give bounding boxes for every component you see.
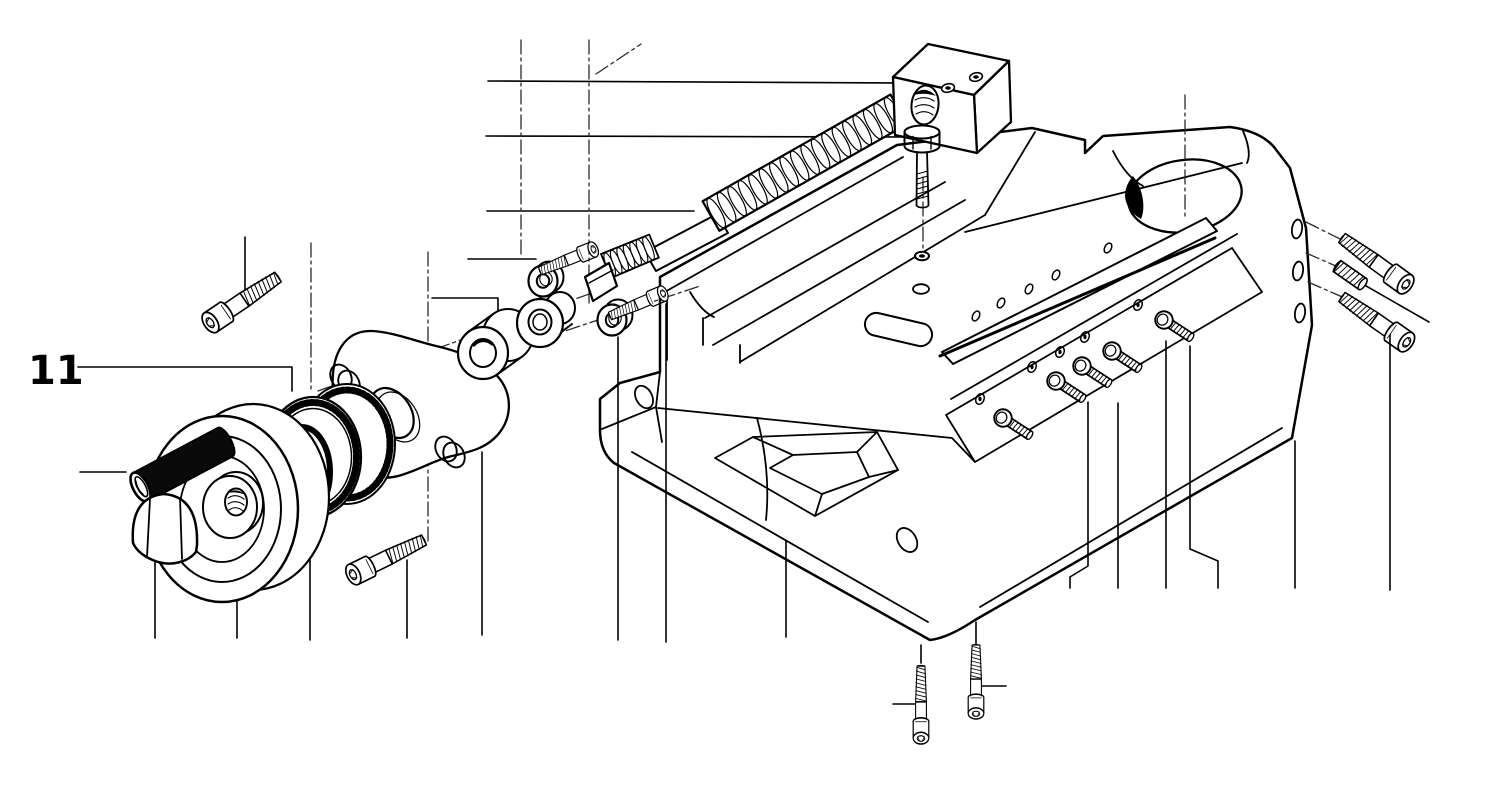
- leader-jaw-screw-4: [1189, 345, 1219, 589]
- body-side-holes: [634, 218, 1307, 553]
- body-top-holes: [912, 250, 930, 295]
- jaw-face: [945, 233, 1263, 463]
- base-screw-left: [912, 664, 930, 745]
- gib-strip: [938, 217, 1218, 365]
- cap-screw-top-left: [197, 266, 286, 337]
- leader-lines: [77, 236, 1430, 705]
- handle-grip: [129, 426, 236, 503]
- spacer-sleeve: [456, 308, 534, 381]
- body-kidney-slot: [863, 311, 934, 348]
- acorn-nut: [131, 492, 199, 565]
- handwheel-threaded-bore: [224, 487, 248, 517]
- leader-nut-block: [487, 80, 900, 84]
- leader-base-screw-stubs: [920, 621, 977, 664]
- flanged-bushing: [515, 291, 576, 349]
- nut-block-top-screws: [940, 71, 984, 94]
- side-cap-screw-lower: [1334, 286, 1419, 356]
- lead-screw-shank: [644, 213, 729, 272]
- leader-jaw-screw-1: [1069, 401, 1089, 589]
- hex-bolt: [903, 124, 941, 209]
- lead-screw: [583, 93, 909, 303]
- body-detail-lines: [601, 130, 1283, 623]
- lead-screw-square-end: [583, 261, 619, 303]
- jaw-face-holes: [974, 298, 1144, 406]
- body-pocket: [714, 431, 899, 517]
- callout-number-11: 11: [28, 348, 84, 394]
- cap-screw-mid-left: [341, 528, 431, 589]
- leader-base-screws: [892, 685, 1007, 705]
- set-screw: [1331, 258, 1370, 292]
- base-screw-right: [967, 643, 985, 720]
- leader-callout-11: [77, 366, 293, 392]
- nut-block-bore: [910, 84, 940, 126]
- side-cap-screw-upper: [1334, 227, 1419, 298]
